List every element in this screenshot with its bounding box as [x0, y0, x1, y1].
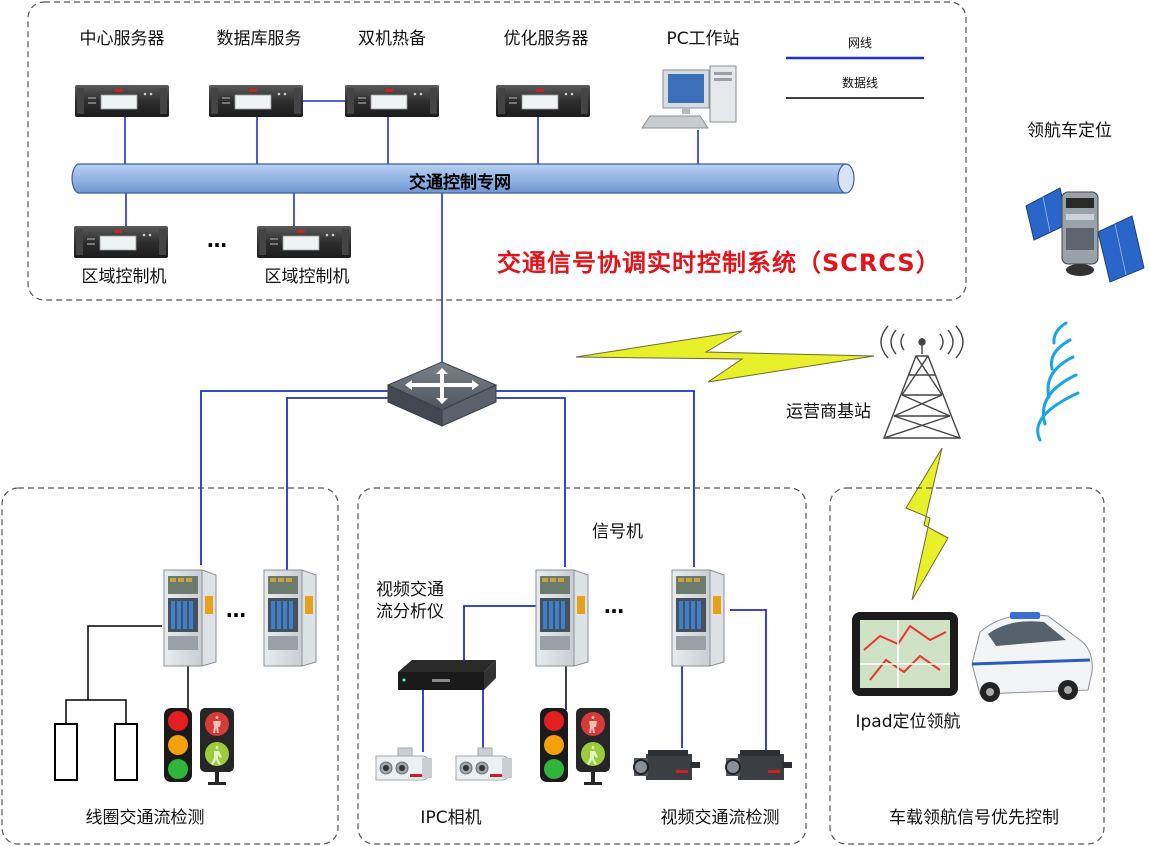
- loop-detection-zone-border: [1, 487, 339, 845]
- pedestrian-light-2: [576, 708, 610, 785]
- video-cabinet-ellipsis: …: [604, 594, 625, 618]
- server-label-center: 中心服务器: [79, 29, 165, 49]
- pedestrian-light-1: [200, 708, 234, 785]
- traffic-light-1: [164, 708, 192, 782]
- server-label-pc: PC工作站: [666, 29, 740, 49]
- loop-zone-label: 线圈交通流检测: [85, 808, 205, 828]
- video-zone-network-lines: [422, 605, 767, 752]
- ipad-label: Ipad定位领航: [855, 712, 961, 732]
- regional-label-1: 区域控制机: [81, 267, 167, 287]
- base-station-label: 运营商基站: [786, 402, 871, 422]
- signal-controller-label: 信号机: [592, 522, 643, 542]
- ipc-camera-2: [455, 747, 513, 781]
- traffic-light-2: [540, 708, 568, 782]
- regional-controller-1: [74, 226, 168, 258]
- traffic-control-bus: [71, 163, 855, 194]
- vehicle-priority-zone-border: [829, 487, 1105, 845]
- system-title: 交通信号协调实时控制系统（SCRCS）: [497, 249, 941, 277]
- police-car-icon: [971, 612, 1093, 702]
- loop-cabinet-ellipsis: …: [226, 598, 247, 622]
- ipad-navigation-icon: [852, 612, 958, 696]
- regional-ellipsis: …: [207, 228, 228, 252]
- signal-cabinet-1: [163, 569, 217, 667]
- satellite-icon: [1025, 187, 1145, 283]
- wireless-link-bolt-1: [575, 330, 875, 383]
- legend-network-label: 网线: [847, 36, 873, 50]
- server-network-lines: [124, 100, 699, 362]
- wireless-link-bolt-2: [905, 447, 949, 601]
- video-detection-zone-border: [357, 487, 807, 845]
- video-detection-label: 视频交通流检测: [660, 808, 780, 828]
- loop-coil-1: [54, 723, 78, 781]
- base-station-tower-icon: [880, 325, 964, 439]
- server-label-database: 数据库服务: [216, 29, 302, 49]
- video-camera-2: [725, 749, 793, 781]
- ipc-camera-label: IPC相机: [420, 808, 482, 828]
- satellite-label: 领航车定位: [1027, 121, 1112, 141]
- signal-cabinet-4: [671, 569, 725, 667]
- signal-cabinet-2: [263, 569, 317, 667]
- signal-cabinet-3: [535, 569, 589, 667]
- video-camera-1: [633, 749, 701, 781]
- switch-distribution-lines: [200, 390, 695, 572]
- vehicle-zone-label: 车载领航信号优先控制: [889, 808, 1059, 828]
- loop-coil-2: [114, 723, 138, 781]
- regional-label-2: 区域控制机: [264, 267, 350, 287]
- database-server: [209, 85, 303, 117]
- loop-detector-wiring: [65, 625, 189, 724]
- pc-workstation-icon: [641, 65, 737, 129]
- optimization-server: [496, 85, 590, 117]
- video-analyzer-device: [398, 660, 496, 690]
- hot-standby-server: [345, 85, 439, 117]
- legend-data-label: 数据线: [841, 76, 879, 90]
- video-analyzer-label: 视频交通 流分析仪: [376, 580, 444, 622]
- center-server: [75, 85, 169, 117]
- server-label-optimization: 优化服务器: [503, 29, 589, 49]
- satellite-signal-waves: [1036, 321, 1080, 442]
- regional-controller-2: [257, 226, 351, 258]
- network-switch-icon: [386, 361, 498, 427]
- ipc-camera-1: [375, 747, 433, 781]
- server-label-standby: 双机热备: [358, 29, 426, 49]
- scrcs-zone-border: [27, 1, 967, 301]
- bus-label: 交通控制专网: [409, 173, 511, 193]
- legend: [786, 56, 924, 99]
